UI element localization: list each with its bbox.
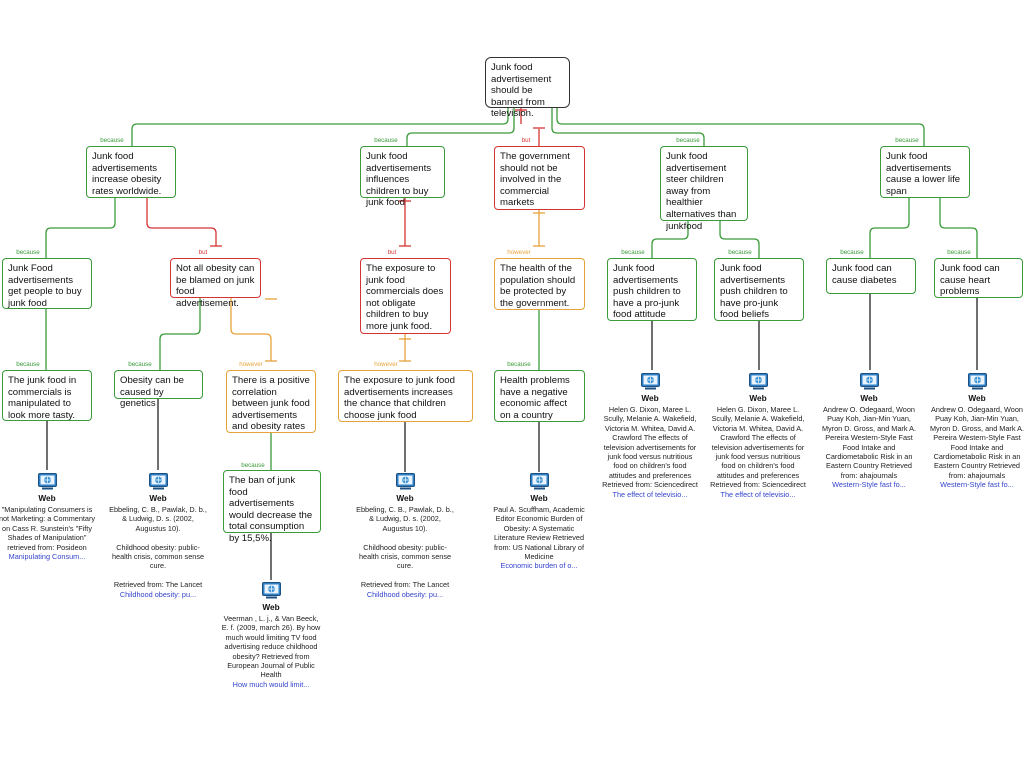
objection-not-all-obesity-node[interactable]: Not all obesity can be blamed on junk fo… bbox=[170, 258, 261, 309]
web-globe-icon bbox=[967, 373, 987, 390]
rebuttal-health-protected-node[interactable]: The health of the population should be p… bbox=[494, 258, 585, 310]
relation-label: because bbox=[947, 249, 971, 256]
web-label: Web bbox=[860, 393, 878, 403]
relation-label: because bbox=[507, 361, 531, 368]
web-globe-icon bbox=[395, 473, 415, 490]
web-label: Web bbox=[396, 493, 414, 503]
reason-diabetes-node[interactable]: Junk food can cause diabetes bbox=[826, 258, 916, 294]
web-source-western-fast-food-2[interactable]: Web Andrew O. Odegaard, Woon Puay Koh, J… bbox=[927, 373, 1024, 490]
reason-heart-problems-node[interactable]: Junk food can cause heart problems bbox=[934, 258, 1023, 298]
web-source-childhood-obesity[interactable]: Web Ebbeling, C. B., Pawlak, D. b., & Lu… bbox=[108, 473, 208, 599]
relation-label: because bbox=[676, 137, 700, 144]
web-source-childhood-obesity-2[interactable]: Web Ebbeling, C. B., Pawlak, D. b., & Lu… bbox=[355, 473, 455, 599]
relation-label: however bbox=[239, 361, 263, 368]
rebuttal-positive-correlation-node[interactable]: There is a positive correlation between … bbox=[226, 370, 316, 433]
web-globe-icon bbox=[748, 373, 768, 390]
relation-label: because bbox=[241, 462, 265, 469]
reason-pro-junk-attitude-node[interactable]: Junk food advertisements push children t… bbox=[607, 258, 697, 321]
reason-lower-life-span-node[interactable]: Junk food advertisements cause a lower l… bbox=[880, 146, 970, 198]
source-link[interactable]: Economic burden of o... bbox=[500, 561, 578, 571]
web-globe-icon bbox=[640, 373, 660, 390]
relation-label: because bbox=[621, 249, 645, 256]
web-globe-icon bbox=[529, 473, 549, 490]
web-globe-icon bbox=[37, 473, 57, 490]
relation-label: because bbox=[840, 249, 864, 256]
source-citation: "Manipulating Consumers is not Marketing… bbox=[0, 505, 96, 552]
relation-label: because bbox=[16, 361, 40, 368]
reason-buy-junk-food-node[interactable]: Junk Food advertisements get people to b… bbox=[2, 258, 92, 309]
reason-genetics-node[interactable]: Obesity can be caused by genetics bbox=[114, 370, 203, 409]
objection-not-obligate-node[interactable]: The exposure to junk food commercials do… bbox=[360, 258, 451, 334]
reason-influences-children-node[interactable]: Junk food advertisements influences chil… bbox=[360, 146, 445, 208]
objection-government-node[interactable]: The government should not be involved in… bbox=[494, 146, 585, 210]
source-link[interactable]: The effect of televisio... bbox=[612, 489, 688, 499]
source-link[interactable]: Western-Style fast fo... bbox=[832, 480, 906, 490]
source-citation: Helen G. Dixon, Maree L. Scully, Melanie… bbox=[602, 405, 698, 490]
source-citation: Andrew O. Odegaard, Woon Puay Koh, Jian-… bbox=[821, 405, 917, 480]
source-citation: Veerman , L. j., & Van Beeck, E. f. (200… bbox=[221, 614, 321, 680]
root-claim-node[interactable]: Junk food advertisement should be banned… bbox=[485, 57, 570, 119]
reason-ban-decrease-node[interactable]: The ban of junk food advertisements woul… bbox=[223, 470, 321, 544]
rebuttal-increases-chance-node[interactable]: The exposure to junk food advertisements… bbox=[338, 370, 473, 422]
web-source-limiting-tv[interactable]: Web Veerman , L. j., & Van Beeck, E. f. … bbox=[221, 582, 321, 689]
web-source-western-fast-food-1[interactable]: Web Andrew O. Odegaard, Woon Puay Koh, J… bbox=[819, 373, 919, 490]
web-globe-icon bbox=[148, 473, 168, 490]
source-citation: Helen G. Dixon, Maree L. Scully, Melanie… bbox=[710, 405, 806, 490]
relation-label: but bbox=[521, 137, 531, 144]
source-link[interactable]: The effect of televisio... bbox=[720, 489, 796, 499]
relation-label: because bbox=[728, 249, 752, 256]
source-citation: Andrew O. Odegaard, Woon Puay Koh, Jian-… bbox=[929, 405, 1024, 480]
relation-label: but bbox=[387, 249, 397, 256]
source-link[interactable]: Manipulating Consum... bbox=[8, 552, 86, 562]
web-source-tv-effects-2[interactable]: Web Helen G. Dixon, Maree L. Scully, Mel… bbox=[708, 373, 808, 499]
web-label: Web bbox=[749, 393, 767, 403]
web-source-economic-burden[interactable]: Web Paul A. Scuffham, Academic Editor Ec… bbox=[489, 473, 589, 571]
reason-steer-children-node[interactable]: Junk food advertisement steer children a… bbox=[660, 146, 748, 232]
web-label: Web bbox=[38, 493, 56, 503]
web-source-tv-effects-1[interactable]: Web Helen G. Dixon, Maree L. Scully, Mel… bbox=[600, 373, 700, 499]
reason-obesity-node[interactable]: Junk food advertisements increase obesit… bbox=[86, 146, 176, 198]
web-source-manipulating[interactable]: Web "Manipulating Consumers is not Marke… bbox=[0, 473, 97, 561]
relation-label: because bbox=[374, 137, 398, 144]
source-citation: Ebbeling, C. B., Pawlak, D. b., & Ludwig… bbox=[109, 505, 207, 590]
relation-label: however bbox=[507, 249, 531, 256]
source-link[interactable]: Childhood obesity: pu... bbox=[366, 589, 444, 599]
source-citation: Ebbeling, C. B., Pawlak, D. b., & Ludwig… bbox=[356, 505, 454, 590]
relation-label: because bbox=[16, 249, 40, 256]
source-link[interactable]: How much would limit... bbox=[232, 679, 310, 689]
web-label: Web bbox=[262, 602, 280, 612]
reason-pro-junk-beliefs-node[interactable]: Junk food advertisements push children t… bbox=[714, 258, 804, 321]
web-globe-icon bbox=[859, 373, 879, 390]
source-link[interactable]: Childhood obesity: pu... bbox=[119, 589, 197, 599]
relation-label: however bbox=[374, 361, 398, 368]
relation-label: because bbox=[895, 137, 919, 144]
web-label: Web bbox=[149, 493, 167, 503]
web-label: Web bbox=[530, 493, 548, 503]
source-citation: Paul A. Scuffham, Academic Editor Econom… bbox=[493, 505, 585, 562]
relation-label: because bbox=[100, 137, 124, 144]
web-label: Web bbox=[968, 393, 986, 403]
relation-label: but bbox=[198, 249, 208, 256]
reason-manipulated-food-node[interactable]: The junk food in commercials is manipula… bbox=[2, 370, 92, 421]
reason-economic-affect-node[interactable]: Health problems have a negative economic… bbox=[494, 370, 585, 422]
relation-label: because bbox=[128, 361, 152, 368]
web-globe-icon bbox=[261, 582, 281, 599]
source-link[interactable]: Western-Style fast fo... bbox=[940, 480, 1014, 490]
web-label: Web bbox=[641, 393, 659, 403]
